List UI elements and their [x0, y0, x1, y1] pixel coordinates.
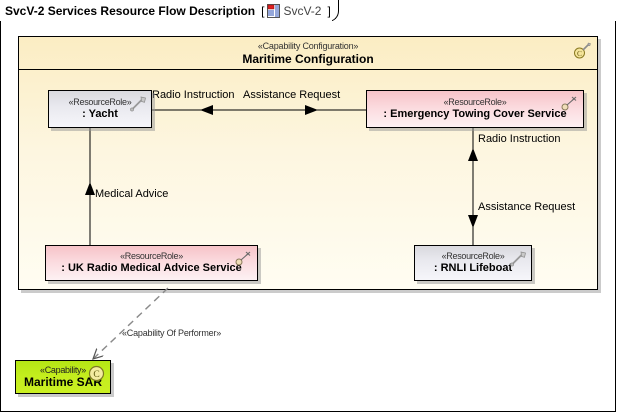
wrench-icon	[509, 251, 527, 267]
edge-label-capability-of-performer: «Capability Of Performer»	[122, 328, 222, 338]
resource-role-rnli-stereotype: «ResourceRole»	[441, 251, 505, 261]
service-icon	[561, 96, 579, 112]
service-icon	[235, 251, 253, 267]
capability-configuration-icon: C	[573, 42, 591, 60]
resource-role-towing-stereotype: «ResourceRole»	[443, 97, 507, 107]
resource-role-ukradio-stereotype: «ResourceRole»	[120, 251, 183, 261]
capability-name: Maritime SAR	[23, 375, 103, 389]
edge-label-radio-instruction-horizontal: Radio Instruction	[152, 89, 235, 101]
edge-label-radio-instruction-vertical: Radio Instruction	[478, 133, 561, 145]
resource-role-rnli-lifeboat[interactable]: «ResourceRole» : RNLI Lifeboat	[414, 245, 532, 281]
diagram-title-bar: SvcV-2 Services Resource Flow Descriptio…	[0, 0, 332, 22]
capability-c-icon: C	[88, 365, 105, 382]
resource-role-ukradio-name: : UK Radio Medical Advice Service	[61, 262, 242, 274]
resource-role-uk-radio-medical-advice-service[interactable]: «ResourceRole» : UK Radio Medical Advice…	[45, 245, 258, 281]
edge-label-assistance-request-vertical: Assistance Request	[478, 201, 576, 213]
resource-role-yacht[interactable]: «ResourceRole» : Yacht	[48, 90, 152, 128]
capability-stereotype: «Capability»	[40, 365, 86, 375]
resource-role-yacht-name: : Yacht	[82, 108, 118, 120]
capability-configuration-name: Maritime Configuration	[242, 51, 374, 66]
resource-role-towing-name: : Emergency Towing Cover Service	[383, 108, 567, 120]
resource-role-emergency-towing-cover-service[interactable]: «ResourceRole» : Emergency Towing Cover …	[366, 90, 584, 128]
svg-text:C: C	[93, 370, 99, 380]
title-bracket-open: [	[261, 3, 265, 18]
page-title: SvcV-2 Services Resource Flow Descriptio…	[5, 3, 256, 18]
capability-configuration-header: «Capability Configuration» Maritime Conf…	[19, 37, 597, 70]
capability-maritime-sar[interactable]: «Capability» Maritime SAR C	[15, 360, 111, 394]
resource-role-yacht-stereotype: «ResourceRole»	[68, 97, 132, 107]
edge-label-assistance-request-horizontal: Assistance Request	[243, 89, 341, 101]
diagram-reference-label: SvcV-2	[283, 3, 322, 18]
wrench-icon	[129, 96, 147, 112]
edge-label-medical-advice: Medical Advice	[95, 188, 169, 200]
title-bracket-close: ]	[327, 3, 331, 18]
resource-role-rnli-name: : RNLI Lifeboat	[433, 262, 513, 274]
capability-configuration-stereotype: «Capability Configuration»	[257, 40, 359, 51]
svg-text:C: C	[577, 49, 582, 58]
diagram-svcv2-icon	[267, 3, 281, 18]
